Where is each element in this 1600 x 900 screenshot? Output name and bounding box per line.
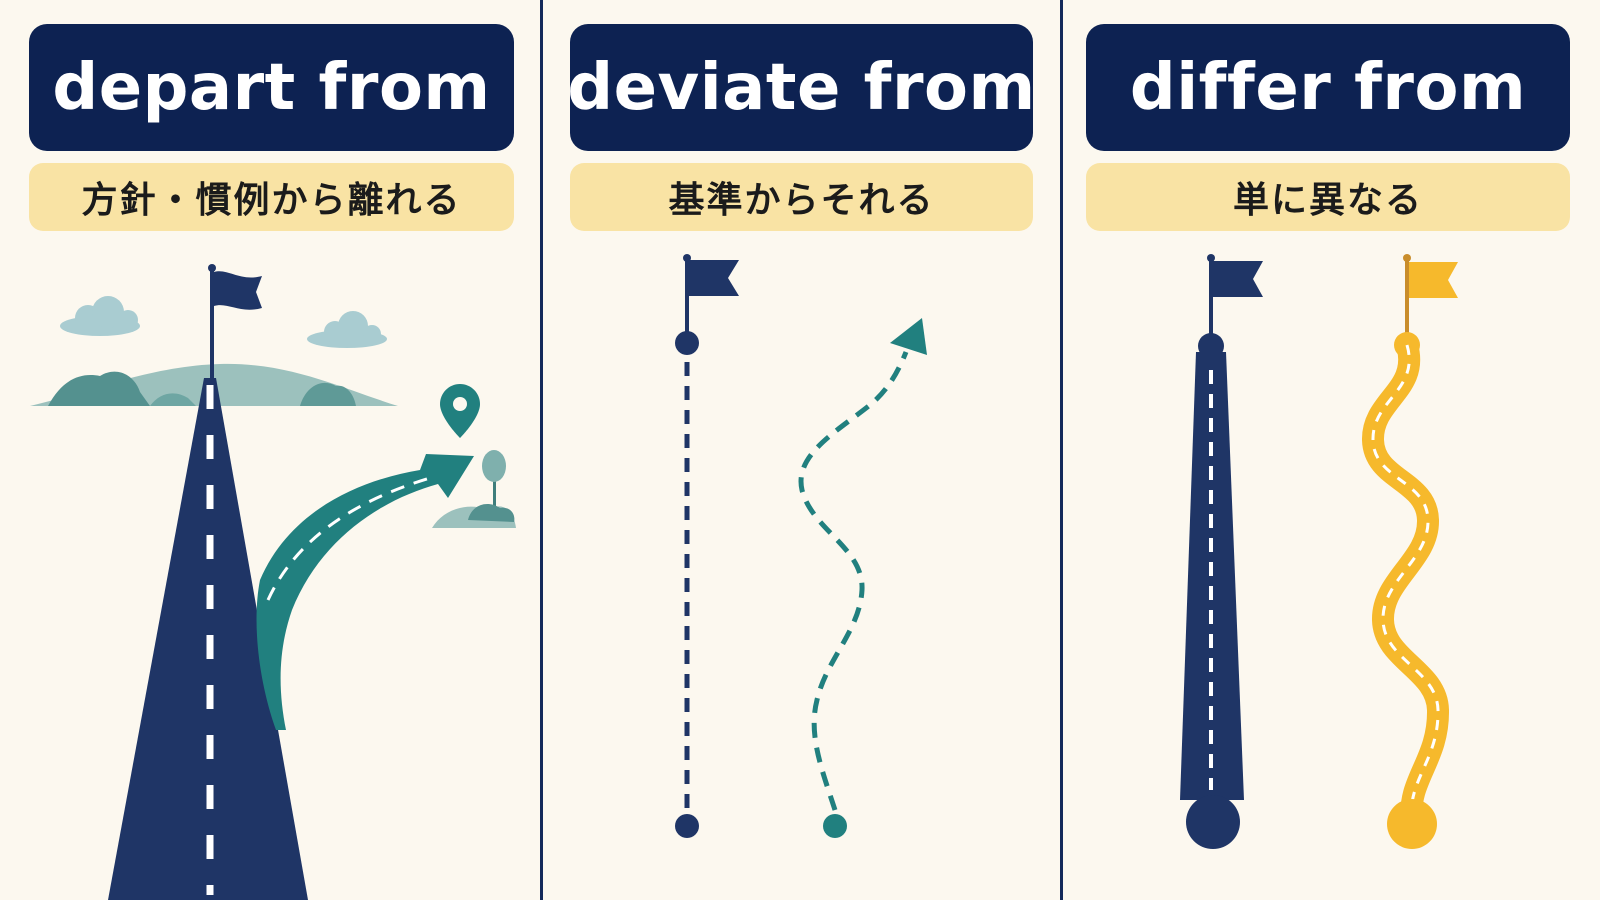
depart-from-subtitle: 方針・慣例から離れる xyxy=(29,163,514,231)
tree-icon xyxy=(482,450,506,508)
depart-illustration xyxy=(30,264,516,900)
deviating-dashed-path xyxy=(798,351,909,811)
location-pin-icon xyxy=(440,384,480,438)
arrow-head-icon xyxy=(890,318,927,355)
flag-icon xyxy=(208,264,262,378)
differ-from-title: differ from xyxy=(1086,24,1570,151)
panel-divider-2 xyxy=(1060,0,1063,900)
depart-from-title: depart from xyxy=(29,24,514,151)
panel-divider-1 xyxy=(540,0,543,900)
yellow-road-center-line xyxy=(1371,344,1440,821)
standard-line-end-dot xyxy=(675,814,699,838)
yellow-road-bottom-dot xyxy=(1387,799,1437,849)
deviate-from-title: deviate from xyxy=(567,24,1035,151)
differ-illustration xyxy=(1180,254,1458,849)
deviating-path-end-dot xyxy=(823,814,847,838)
bushes xyxy=(432,504,516,528)
differ-from-subtitle: 単に異なる xyxy=(1086,163,1570,231)
cloud-icon xyxy=(60,296,140,336)
deviate-illustration xyxy=(675,254,927,838)
deviate-from-subtitle: 基準からそれる xyxy=(570,163,1033,231)
standard-line-start-dot xyxy=(675,331,699,355)
flag-icon xyxy=(683,254,739,336)
flag-icon xyxy=(1403,254,1458,344)
navy-road-bottom-dot xyxy=(1186,795,1240,849)
yellow-wavy-road xyxy=(1362,334,1450,831)
cloud-icon xyxy=(307,311,387,348)
flag-icon xyxy=(1207,254,1263,341)
navy-straight-road xyxy=(1180,352,1244,800)
branching-road xyxy=(256,454,474,730)
straight-road xyxy=(108,378,308,900)
